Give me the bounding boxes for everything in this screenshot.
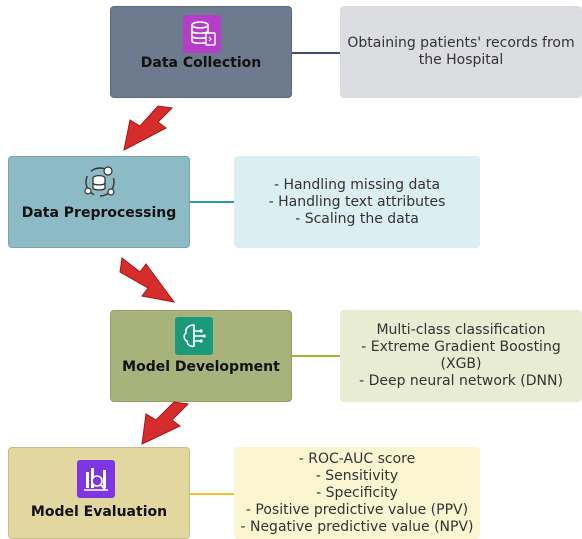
flow-arrow-icon: [119, 257, 176, 303]
stage-model-development: Model Development: [110, 310, 292, 402]
stage-title: Model Evaluation: [30, 504, 168, 520]
note-line: - Specificity: [316, 484, 398, 501]
stage-note-model-development: Multi-class classification - Extreme Gra…: [340, 310, 582, 402]
stage-model-evaluation: Model Evaluation: [8, 447, 190, 539]
gear-database-icon: [81, 163, 119, 201]
note-line: the Hospital: [418, 52, 504, 68]
note-line: - Extreme Gradient Boosting: [361, 339, 561, 355]
stage-note-model-evaluation: - ROC-AUC score - Sensitivity - Specific…: [234, 447, 480, 539]
stage-note-data-collection: Obtaining patients' records from the Hos…: [340, 6, 582, 98]
connector-line: [292, 355, 340, 357]
note-line: - Negative predictive value (NPV): [240, 518, 474, 535]
stage-data-preprocessing: Data Preprocessing: [8, 156, 190, 248]
connector-line: [190, 493, 234, 495]
flow-arrow-icon: [123, 105, 174, 151]
note-line: - ROC-AUC score: [298, 450, 416, 467]
stage-title: Data Preprocessing: [21, 205, 177, 221]
note-line: - Positive predictive value (PPV): [245, 501, 469, 518]
note-line: - Sensitivity: [315, 467, 399, 484]
database-icon: [183, 15, 221, 53]
flow-arrow-icon: [141, 401, 190, 445]
brain-circuit-icon: [175, 317, 213, 355]
note-line: - Scaling the data: [295, 210, 419, 227]
note-line: - Handling missing data: [273, 176, 441, 193]
note-line: Obtaining patients' records from: [347, 35, 575, 51]
connector-line: [292, 52, 340, 54]
chart-magnifier-icon: [77, 460, 115, 498]
stage-title: Data Collection: [140, 55, 262, 71]
stage-note-data-preprocessing: - Handling missing data - Handling text …: [234, 156, 480, 248]
stage-data-collection: Data Collection: [110, 6, 292, 98]
connector-line: [190, 201, 234, 203]
note-line: - Handling text attributes: [268, 193, 446, 210]
note-line: Multi-class classification: [376, 322, 546, 338]
note-line: - Deep neural network (DNN): [359, 373, 563, 389]
note-line: (XGB): [440, 356, 482, 372]
stage-title: Model Development: [122, 359, 280, 375]
